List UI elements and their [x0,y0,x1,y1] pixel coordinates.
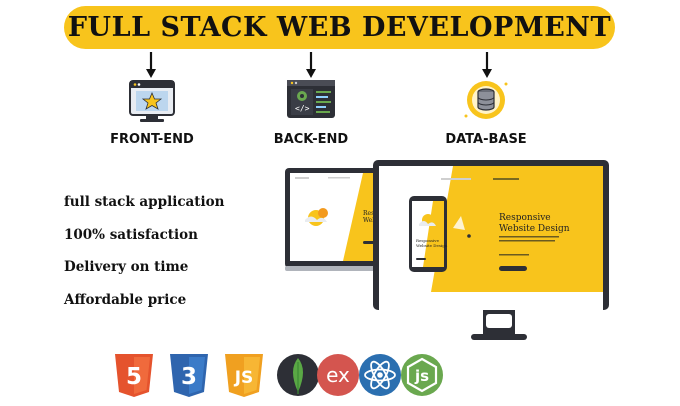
responsive-devices-illustration: Responsive Website Design Responsive Web… [285,160,609,340]
stack-front-end: FRONT-END [82,78,222,147]
svg-text:3: 3 [181,364,197,390]
feature-item: Affordable price [64,291,187,308]
feature-item: full stack application [64,194,225,210]
express-logo-icon: ex [317,354,359,396]
feature-item: Delivery on time [64,259,189,275]
stack-label: BACK-END [273,132,349,147]
monitor-mockup: Responsive Website Design [373,160,609,340]
svg-text:js: js [414,367,429,385]
react-logo-icon [359,354,401,396]
stack-label: FRONT-END [110,132,194,147]
down-arrow-icon [482,52,492,78]
javascript-logo-icon: JS [225,354,263,397]
svg-text:JS: JS [234,368,254,388]
svg-text:Website Design: Website Design [416,243,448,248]
down-arrow-icon [306,52,316,78]
page-title: FULL STACK WEB DEVELOPMENT [67,12,612,43]
mongodb-logo-icon [277,354,319,396]
database-icon [464,81,508,119]
down-arrow-icon [146,52,156,78]
nodejs-logo-icon: js [401,354,443,396]
phone-mockup: Responsive Website Design [409,196,448,272]
technology-logos: 5 3 JS ex js [113,352,453,400]
feature-list: full stack application 100% satisfaction… [64,190,264,320]
html5-logo-icon: 5 [115,354,153,397]
stack-label: DATA-BASE [445,132,527,147]
svg-text:Responsive: Responsive [416,238,440,243]
code-gear-icon: </> [287,80,335,118]
svg-text:ex: ex [326,363,350,387]
svg-text:5: 5 [126,364,142,390]
stack-data-base: DATA-BASE [416,78,556,147]
browser-star-icon [129,80,175,122]
stack-back-end: </> BACK-END [241,78,381,147]
css3-logo-icon: 3 [170,354,208,397]
feature-item: 100% satisfaction [64,226,198,243]
title-banner: FULL STACK WEB DEVELOPMENT [64,6,615,49]
svg-text:Website Design: Website Design [499,224,570,234]
svg-text:</>: </> [295,104,310,113]
svg-text:Responsive: Responsive [499,213,551,223]
